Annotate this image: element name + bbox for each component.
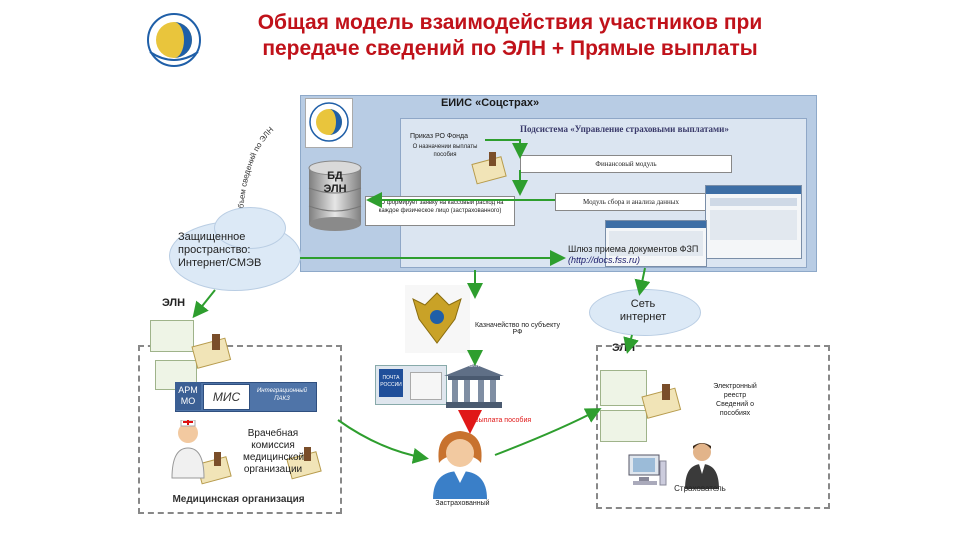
eln-document-stack-left <box>150 320 194 352</box>
database-label-line-1: БД <box>327 170 343 182</box>
employer-label: Страхователь <box>674 484 726 493</box>
order-label: Приказ РО Фонда <box>410 133 468 140</box>
stamp-icon-4 <box>285 445 325 480</box>
fss-logo-small-icon <box>305 98 353 148</box>
integration-line-2: ПАКЗ <box>274 396 290 402</box>
analysis-module-box: Модуль сбора и анализа данных <box>555 193 707 211</box>
doctor-icon <box>168 420 208 480</box>
database-label: БД ЭЛН <box>318 170 352 196</box>
computer-icon <box>627 453 667 489</box>
finance-module-box: Финансовый модуль <box>520 155 732 173</box>
treasury-label: Казначейство по субъекту РФ <box>474 322 561 336</box>
bank-eln-label: ЭЛН <box>468 363 480 369</box>
finance-module-label: Финансовый модуль <box>595 160 657 168</box>
integration-box: Интеграционный ПАКЗ <box>252 384 312 408</box>
arrow-medical-insured <box>337 419 429 464</box>
eiis-label: ЕИИС «Соцстрах» <box>440 97 540 109</box>
medical-org-label: Медицинская организация <box>172 494 305 505</box>
arm-line-2: МО <box>180 396 196 406</box>
commission-line-3: медицинской <box>243 452 305 463</box>
protected-line-3: Интернет/СМЭВ <box>178 257 262 269</box>
stamp-icon-1 <box>190 330 235 370</box>
gateway-label: Шлюз приема документов ФЗП (http://docs.… <box>568 244 698 266</box>
post-label-1: ПОЧТА <box>382 375 400 381</box>
ro-forms-box: РО формирует заявку на кассовый расход н… <box>365 196 515 226</box>
ro-forms-text: РО формирует заявку на кассовый расход н… <box>376 200 504 214</box>
registry-label: Электронный реестр Сведений о пособиях <box>700 382 770 418</box>
protected-network-label: Защищенное пространство: Интернет/СМЭВ <box>178 231 261 270</box>
arm-line-1: АРМ <box>178 385 198 395</box>
commission-label: Врачебная комиссия медицинской организац… <box>243 428 305 476</box>
payout-label: Выплата пособия <box>474 417 532 424</box>
integration-line-1: Интеграционный <box>256 388 308 394</box>
insured-person-icon <box>425 425 495 500</box>
screenshot-thumbnail-1 <box>705 185 802 259</box>
stamp-icon-3 <box>470 150 510 185</box>
registry-line-4: пособиях <box>719 410 751 417</box>
mis-label: МИС <box>212 390 241 404</box>
bank-building-icon <box>442 362 507 410</box>
internet-cloud <box>590 290 700 335</box>
fss-logo-icon <box>145 12 203 72</box>
protected-network-cloud-puff <box>215 208 285 248</box>
arrow-cloud-eln-left <box>192 289 216 319</box>
eln-document-stack-right-2 <box>600 410 647 442</box>
internet-line-1: Сеть <box>630 298 656 310</box>
stamp-icon-2 <box>640 380 685 420</box>
employer-person-icon <box>682 440 722 490</box>
gateway-name: Шлюз приема документов ФЗП <box>568 244 699 254</box>
mis-box: МИС <box>203 384 250 410</box>
registry-line-1: Электронный <box>713 383 757 390</box>
commission-line-2: комиссия <box>251 440 295 451</box>
analysis-module-label: Модуль сбора и анализа данных <box>583 198 679 206</box>
screenshot-thumbnail-2 <box>605 220 707 267</box>
gateway-url[interactable]: (http://docs.fss.ru) <box>568 255 641 265</box>
post-label-2: РОССИИ <box>380 382 402 388</box>
database-label-line-2: ЭЛН <box>323 183 347 195</box>
page-title: Общая модель взаимодействия участников п… <box>190 10 830 62</box>
post-office-icon: ПОЧТА РОССИИ <box>375 365 447 405</box>
insured-label: Застрахованный <box>435 500 490 507</box>
eln-volume-curved-label: Объем сведений по ЭЛН <box>228 100 323 220</box>
internet-line-2: интернет <box>619 311 667 323</box>
title-line-1: Общая модель взаимодействия участников п… <box>257 11 763 34</box>
order-sublabel: О назначении выплаты пособия <box>412 144 478 158</box>
subsystem-label: Подсистема «Управление страховыми выплат… <box>520 124 729 134</box>
title-line-2: передаче сведений по ЭЛН + Прямые выплат… <box>262 37 758 60</box>
commission-line-1: Врачебная <box>247 428 299 439</box>
registry-line-3: Сведений о <box>716 401 754 408</box>
treasury-emblem-icon <box>405 285 470 353</box>
registry-line-2: реестр <box>723 392 747 399</box>
svg-text:Объем сведений по ЭЛН: Объем сведений по ЭЛН <box>236 125 276 215</box>
eln-left-label: ЭЛН <box>162 297 186 309</box>
commission-line-4: организации <box>243 464 303 475</box>
eln-document-stack-right <box>600 370 647 406</box>
internet-label: Сеть интернет <box>618 298 668 324</box>
database-icon <box>305 160 365 232</box>
protected-line-1: Защищенное <box>178 231 246 243</box>
protected-line-2: пространство: <box>178 244 251 256</box>
eln-volume-text: Объем сведений по ЭЛН <box>236 125 276 215</box>
arm-mo-box: АРМ МО <box>175 382 201 410</box>
